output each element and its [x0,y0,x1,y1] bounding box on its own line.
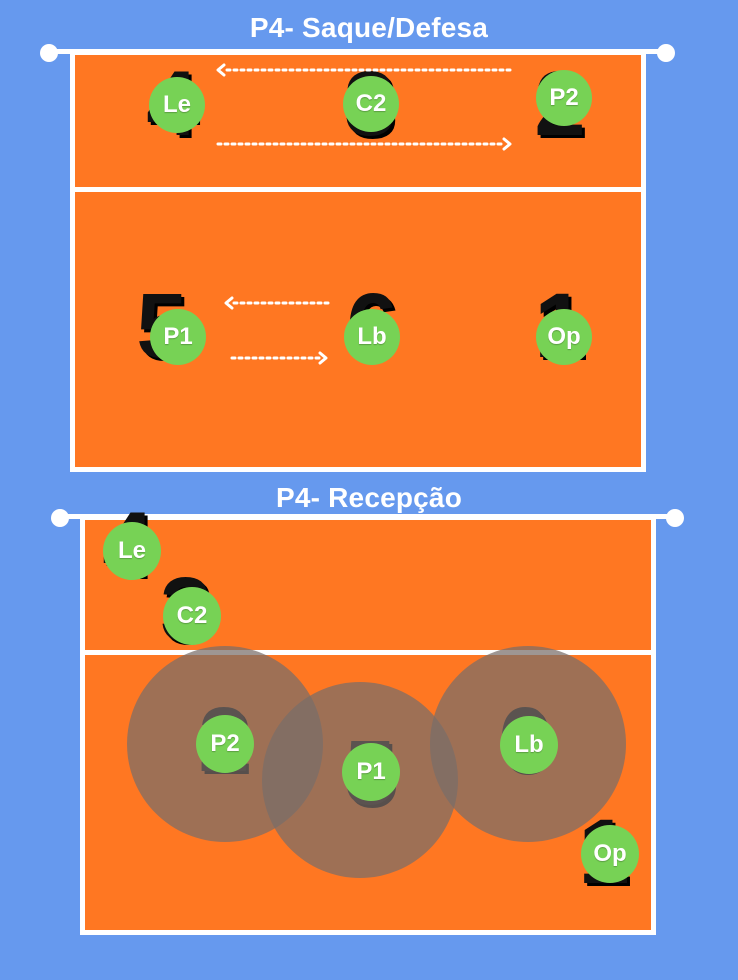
arrow-head-front-right [502,137,512,151]
bottom-player-p1[interactable]: P1 [342,743,400,801]
top-title: P4- Saque/Defesa [249,12,489,43]
bottom-player-lb[interactable]: Lb [500,716,558,774]
bottom-net-post-right [666,509,684,527]
top-player-lb[interactable]: Lb [344,309,400,365]
arrow-head-front-left [216,63,226,77]
top-net-post-left [40,44,58,62]
bottom-attack-line [85,650,651,655]
bottom-net-post-left [51,509,69,527]
top-player-p2[interactable]: P2 [536,70,592,126]
top-player-op[interactable]: Op [536,309,592,365]
top-attack-line [75,187,641,192]
bottom-player-c2[interactable]: C2 [163,587,221,645]
top-player-p1[interactable]: P1 [150,309,206,365]
arrow-head-back-left [224,296,234,310]
bottom-player-p2[interactable]: P2 [196,715,254,773]
bottom-player-op[interactable]: Op [581,825,639,883]
top-net-post-right [657,44,675,62]
bottom-title: P4- Recepção [275,482,463,513]
arrow-head-back-right [318,351,328,365]
top-player-c2[interactable]: C2 [343,76,399,132]
bottom-player-le[interactable]: Le [103,522,161,580]
top-player-le[interactable]: Le [149,77,205,133]
